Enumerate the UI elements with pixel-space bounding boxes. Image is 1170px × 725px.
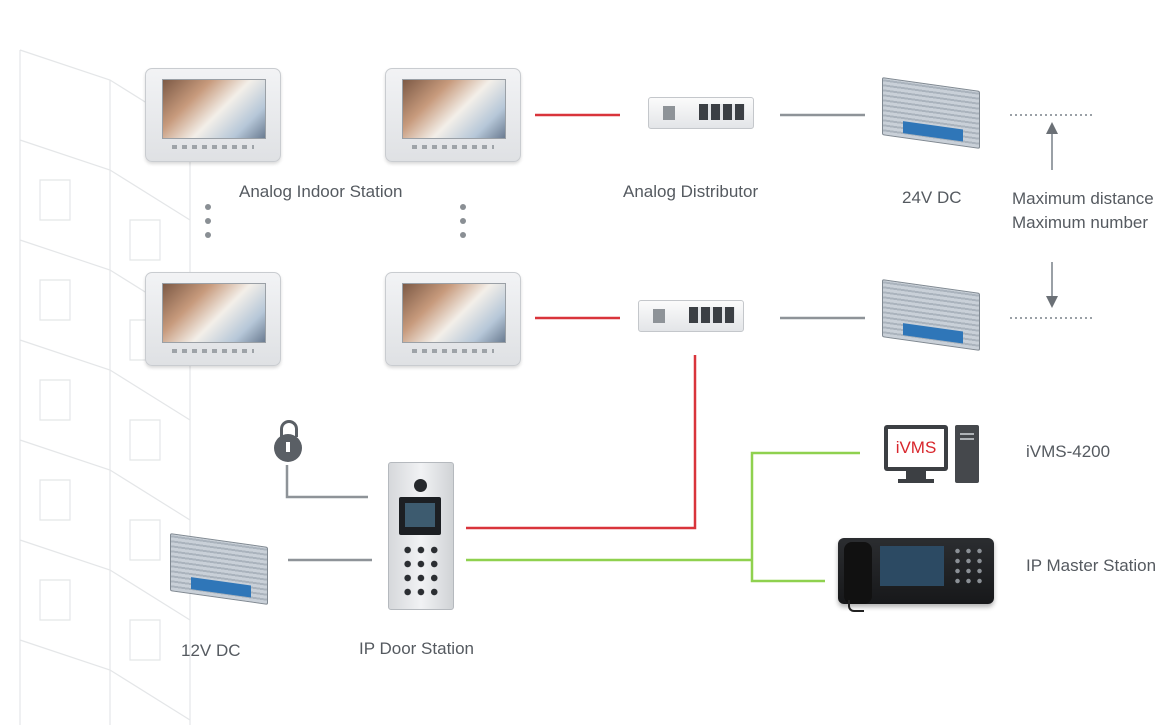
psu-12v-label: 12V DC xyxy=(181,641,241,660)
analog-indoor-station-label: Analog Indoor Station xyxy=(239,182,403,201)
arrow-down-icon xyxy=(1046,296,1058,308)
analog-links xyxy=(466,113,697,530)
pc-stand xyxy=(906,471,926,479)
lock-icon xyxy=(274,420,302,462)
ip-door-station-label: IP Door Station xyxy=(359,639,474,658)
door-station-icon xyxy=(388,462,454,610)
master-station-icon xyxy=(838,538,994,612)
distance-markers xyxy=(1010,114,1095,319)
network-links xyxy=(466,451,860,583)
indoor-monitor-icon xyxy=(385,68,521,162)
building-background xyxy=(19,49,191,725)
power-links xyxy=(285,113,865,562)
pc-base xyxy=(898,479,934,483)
ellipsis-dots xyxy=(205,204,211,246)
max-distance-label: Maximum distance xyxy=(1012,189,1154,208)
ivms-screen-label: iVMS xyxy=(895,438,937,457)
analog-distributor-label: Analog Distributor xyxy=(623,182,759,201)
indoor-monitor-icon xyxy=(145,272,281,366)
max-number-label: Maximum number xyxy=(1012,213,1149,232)
pc-tower-icon xyxy=(955,425,979,483)
distributor-icon xyxy=(638,300,744,332)
ellipsis-dots xyxy=(460,204,466,246)
distributor-icon xyxy=(648,97,754,129)
ip-master-station-label: IP Master Station xyxy=(1026,556,1157,575)
indoor-monitor-icon xyxy=(385,272,521,366)
arrow-up-icon xyxy=(1046,122,1058,134)
ivms-label: iVMS-4200 xyxy=(1026,442,1111,461)
pc-icon: iVMS xyxy=(884,425,948,471)
indoor-monitor-icon xyxy=(145,68,281,162)
psu-24v-label: 24V DC xyxy=(902,188,962,207)
